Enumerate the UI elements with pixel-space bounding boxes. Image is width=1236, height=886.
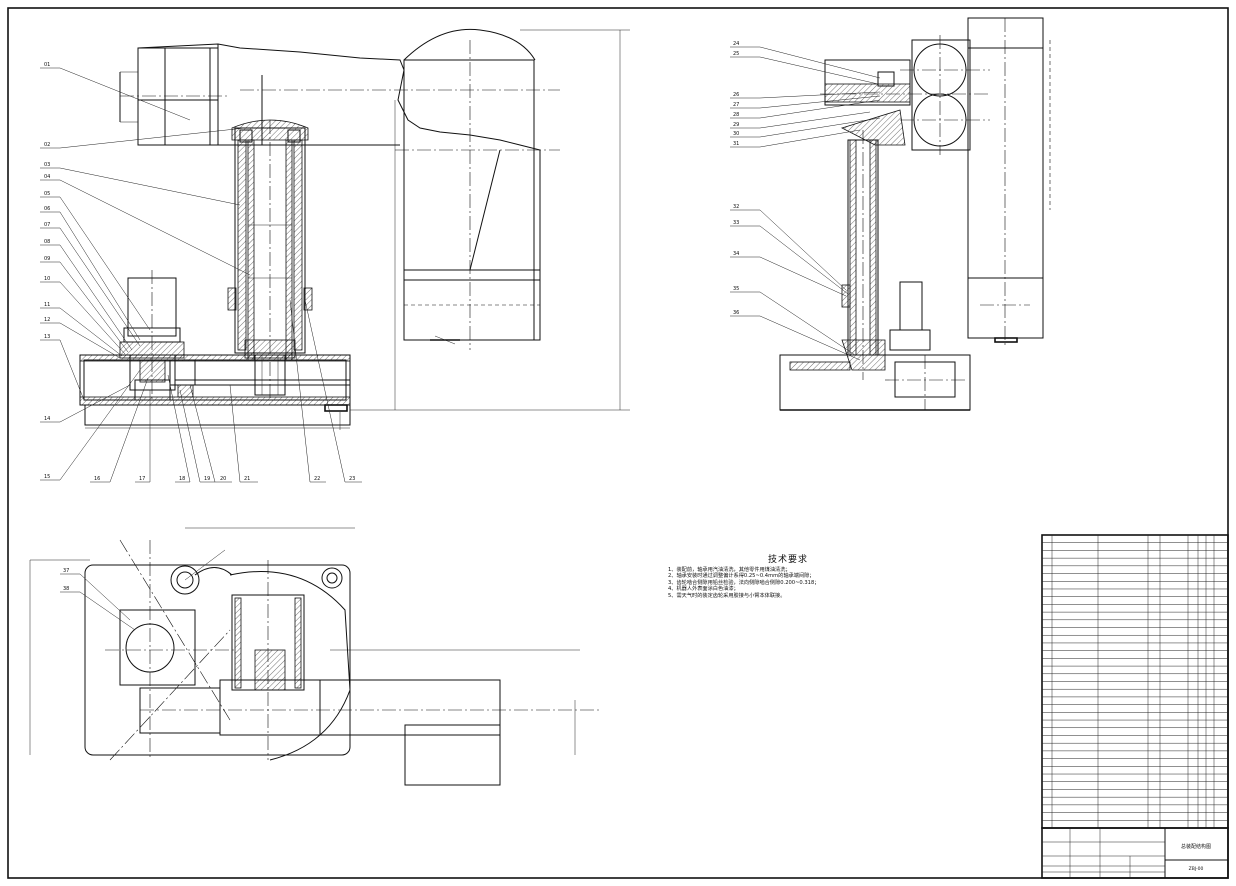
part-label: 26 [733,92,739,98]
part-label: 25 [733,51,739,57]
part-label: 03 [44,162,50,168]
part-label: 20 [220,476,226,482]
top-view: 37 38 [29,527,600,786]
part-label: 18 [179,476,185,482]
tech-req-item-1: 1、装配前，轴承用汽油清洗，其他零件用煤油清洗； [668,567,791,573]
part-label: 37 [63,568,69,574]
part-label: 29 [733,122,739,128]
part-label: 06 [44,206,50,212]
part-label: 24 [733,41,739,47]
title-block: 总装配结构图 ZBJ-00 [1041,827,1229,879]
part-label: 32 [733,204,739,210]
part-label: 14 [44,416,50,422]
part-label: 11 [44,302,50,308]
part-label: 09 [44,256,50,262]
part-label: 31 [733,141,739,147]
part-label: 04 [44,174,50,180]
part-label: 36 [733,310,739,316]
part-label: 30 [733,131,739,137]
drawing-code: ZBJ-00 [1189,866,1204,872]
tech-req-item-2: 2、轴承安装时通过调整偏计系得0.25~0.4mm的轴承端间隙； [668,573,815,580]
front-view: 01 02 03 04 05 06 07 08 09 10 11 12 13 14 15 16 17 18 19 20… [40,28,630,483]
part-label: 21 [244,476,250,482]
parts-list-table [1041,534,1229,829]
side-view-part-labels: 24 25 26 27 28 29 30 31 32 33 34 35 36 [733,41,739,316]
part-label: 12 [44,317,50,323]
part-label: 07 [44,222,50,228]
part-label: 28 [733,112,739,118]
part-label: 23 [349,476,355,482]
tech-req-item-4: 4、机器人外表面涂白色油漆； [668,586,739,593]
part-label: 33 [733,220,739,226]
side-view: 24 25 26 27 28 29 30 31 32 33 34 35 36 [730,17,1051,411]
part-label: 35 [733,286,739,292]
part-label: 15 [44,474,50,480]
sheet-border [7,7,1229,879]
part-label: 13 [44,334,50,340]
part-label: 02 [44,142,50,148]
technical-requirements: 技术要求 1、装配前，轴承用汽油清洗，其他零件用煤油清洗； 2、轴承安装时通过调… [668,552,908,599]
part-label: 27 [733,102,739,108]
part-label: 10 [44,276,50,282]
part-label: 19 [204,476,210,482]
part-label: 16 [94,476,100,482]
front-view-part-labels: 01 02 03 04 05 06 07 08 09 10 11 12 13 14 15 16 17 18 19 20… [44,62,355,482]
part-label: 22 [314,476,320,482]
top-view-part-labels: 37 38 [63,568,69,592]
part-label: 01 [44,62,50,68]
part-label: 34 [733,251,739,257]
tech-req-item-3: 3、齿轮啮合侧隙用铅丝检验，法向侧隙啮合侧隙0.200~0.318； [668,579,820,586]
part-label: 38 [63,586,69,592]
tech-req-item-5: 5、需天气时的装定齿轮采用胶接与小臂本体联接。 [668,592,786,599]
drawing-name: 总装配结构图 [1181,843,1211,850]
technical-requirements-heading: 技术要求 [767,555,808,565]
part-label: 05 [44,191,50,197]
part-label: 17 [139,476,145,482]
part-label: 08 [44,239,50,245]
